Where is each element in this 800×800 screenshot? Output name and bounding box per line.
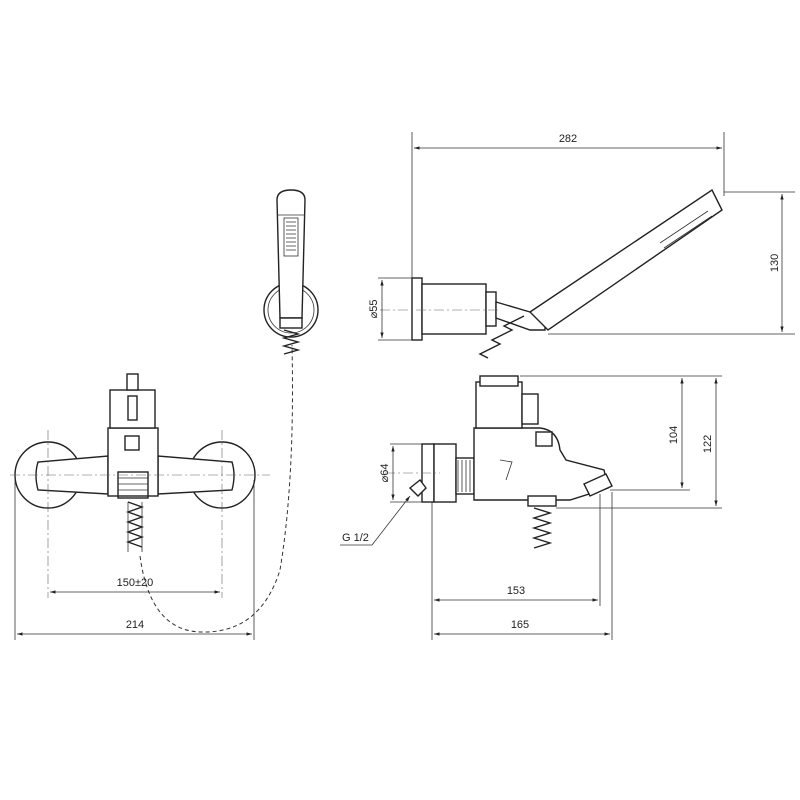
handshower-front-view xyxy=(263,189,319,355)
side-handle xyxy=(475,381,523,429)
diverter-knob xyxy=(124,435,140,451)
proj-total-label: 165 xyxy=(511,619,529,631)
handshower-hose xyxy=(281,329,301,355)
depth-spout-label: 104 xyxy=(668,426,680,444)
total-width-label: 214 xyxy=(126,619,144,631)
depth-total-label: 122 xyxy=(702,435,714,453)
mixer-side-view xyxy=(385,375,613,549)
spray-face xyxy=(283,217,299,257)
holder-plate xyxy=(411,277,423,341)
side-dimensions: 104 122 ⌀64 G 1/2 153 165 xyxy=(340,375,722,640)
handle-slot xyxy=(127,395,138,421)
thread-leader xyxy=(371,495,411,546)
handle-cap xyxy=(126,373,139,391)
hose-route xyxy=(139,344,293,633)
thread-fitting xyxy=(408,479,427,497)
top-dimensions: 282 130 ⌀55 xyxy=(368,132,795,341)
front-view xyxy=(10,344,293,640)
side-diverter xyxy=(535,431,553,447)
handshower-side-view xyxy=(380,188,723,359)
top-width-label: 282 xyxy=(559,133,577,145)
handle-connector xyxy=(279,317,303,329)
holder-hose xyxy=(478,315,525,359)
side-escutcheon-body xyxy=(433,443,457,503)
handshower-body xyxy=(276,189,306,319)
side-connector xyxy=(455,457,475,495)
holder-diameter-label: ⌀55 xyxy=(368,300,380,319)
front-dimensions: 150±20 214 xyxy=(17,577,252,636)
mixer-body xyxy=(107,427,159,497)
side-handle-lever xyxy=(521,393,539,425)
handshower-handle xyxy=(528,188,723,331)
proj-spout-label: 153 xyxy=(507,585,525,597)
center-distance-label: 150±20 xyxy=(117,577,154,589)
holder-body xyxy=(421,283,487,335)
escutcheon-diameter-label: ⌀64 xyxy=(379,464,391,483)
thread-label: G 1/2 xyxy=(342,532,369,544)
handshower-height-label: 130 xyxy=(769,254,781,272)
holder-ring xyxy=(485,291,497,327)
shower-hose xyxy=(125,501,145,548)
spout-tip xyxy=(583,473,613,497)
hose-outlet xyxy=(117,471,149,499)
side-hose-outlet xyxy=(527,495,557,507)
side-handle-cap xyxy=(479,375,519,387)
side-hose xyxy=(531,507,553,549)
